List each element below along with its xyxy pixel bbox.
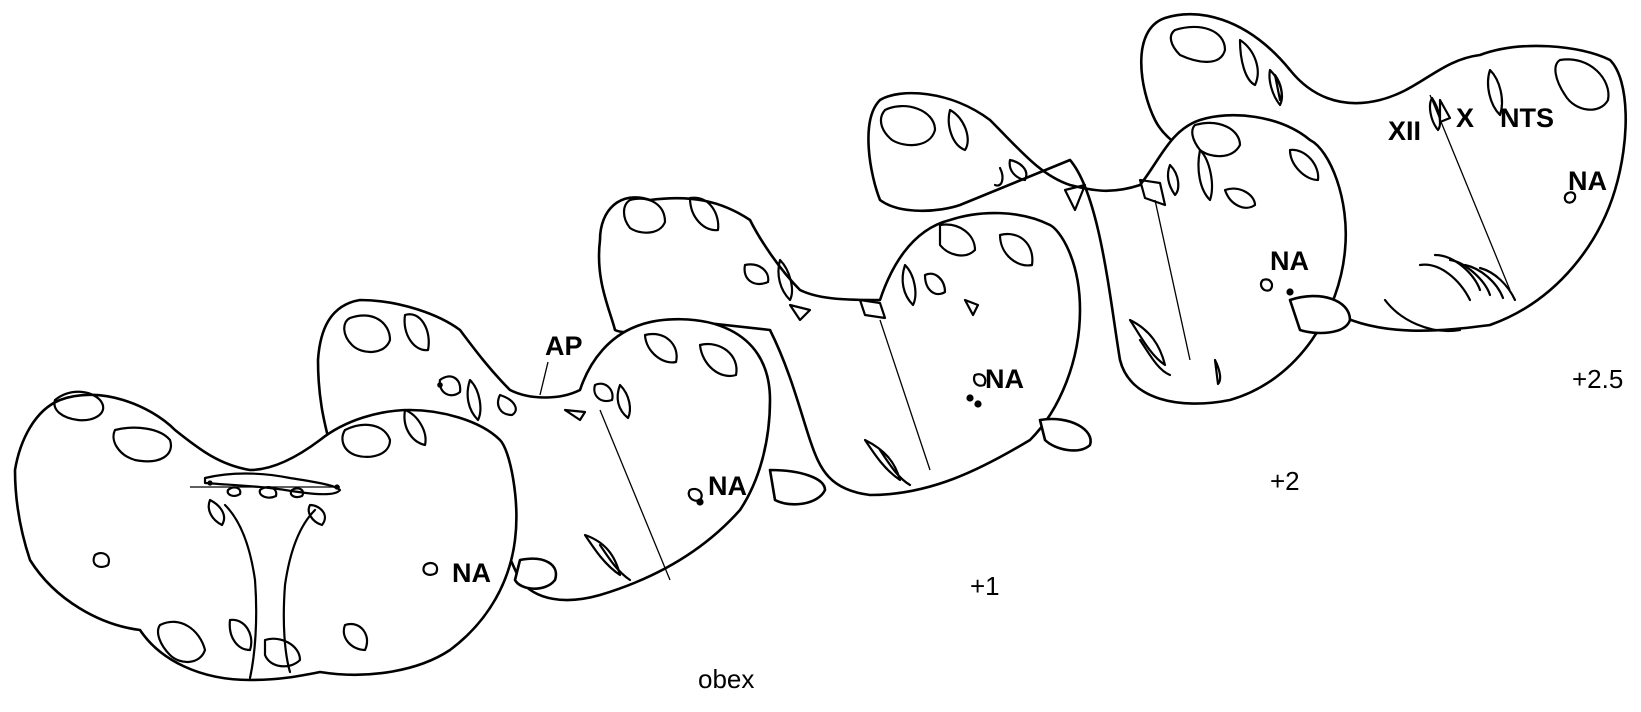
label-na-obex: NA: [452, 558, 491, 588]
label-nts: NTS: [1500, 103, 1554, 133]
label-na-plus-2-5: NA: [1568, 166, 1607, 196]
level-plus-2-5: +2.5: [1572, 364, 1623, 394]
label-na-plus-2: NA: [1270, 246, 1309, 276]
section-obex: [15, 392, 516, 680]
ap-pointer: [540, 362, 548, 395]
label-na-plus-1: NA: [985, 364, 1024, 394]
label-na-ap: NA: [708, 471, 747, 501]
label-ap: AP: [545, 331, 583, 361]
level-plus-1: +1: [970, 571, 1000, 601]
level-obex: obex: [698, 664, 754, 694]
level-plus-2: +2: [1270, 466, 1300, 496]
label-x: X: [1456, 103, 1474, 133]
label-xii: XII: [1388, 116, 1421, 146]
